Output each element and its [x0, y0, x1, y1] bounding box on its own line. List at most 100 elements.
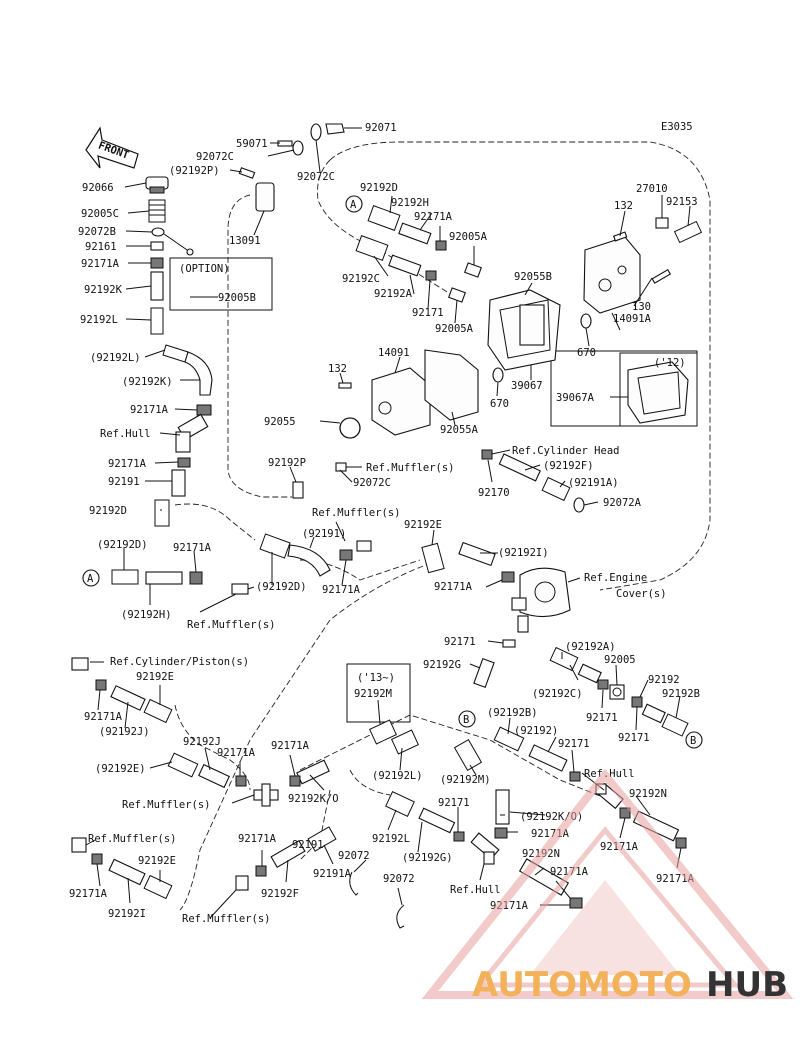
label-92072: 92072 — [383, 873, 415, 885]
hose-92192d — [154, 499, 170, 527]
label-59071: 59071 — [236, 138, 268, 150]
label-92192b-ref: (92192B) — [487, 707, 538, 719]
label-92005c: 92005C — [81, 208, 119, 220]
cap-92066 — [145, 176, 169, 194]
clamp-92171a — [235, 775, 247, 787]
clamp-92171a — [494, 827, 508, 839]
label-92192p-ref: (92192P) — [169, 165, 220, 177]
hose-92191a — [541, 476, 571, 502]
label-option: (OPTION) — [179, 263, 230, 275]
clamp-92171 — [453, 831, 465, 842]
automotohub-logo — [421, 768, 794, 999]
label-92055a: 92055A — [440, 424, 479, 436]
label-92192: 92192 — [648, 674, 680, 686]
label-ref-hull: Ref.Hull — [450, 884, 501, 896]
label-92171: 92171 — [558, 738, 590, 750]
svg-text:A: A — [350, 199, 357, 211]
clamp-92171a — [289, 775, 301, 787]
hose-92192g — [473, 658, 495, 688]
hose-92192l — [385, 791, 415, 817]
label-92192e: 92192E — [138, 855, 176, 867]
label-92192d: 92192D — [89, 505, 127, 517]
label-ref-mufflers: Ref.Muffler(s) — [182, 913, 271, 925]
front-arrow-icon: FRONT — [85, 126, 139, 169]
label-14091a: 14091A — [613, 313, 652, 325]
label-92171a: 92171A — [173, 542, 212, 554]
clamp-92072c — [292, 140, 304, 156]
label-92192l-ref: (92192L) — [372, 770, 423, 782]
label-year-12: ('12) — [654, 357, 686, 369]
hose-92192d — [367, 205, 401, 231]
label-92072a: 92072A — [603, 497, 642, 509]
label-ref-mufflers: Ref.Muffler(s) — [122, 799, 211, 811]
label-ref-hull: Ref.Hull — [100, 428, 151, 440]
label-92171a: 92171A — [84, 711, 123, 723]
label-92192a-ref: (92192A) — [565, 641, 616, 653]
fitting-ref-hull — [175, 413, 209, 453]
label-92192d: 92192D — [360, 182, 398, 194]
clamp-92170 — [481, 449, 493, 460]
hose-92192i — [458, 541, 496, 567]
hose-92192e — [421, 542, 445, 574]
option-box — [169, 257, 273, 311]
sensor-27010 — [655, 217, 669, 229]
label-132: 132 — [614, 200, 633, 212]
hose-92192d — [111, 569, 139, 585]
label-ref-engine: Ref.Engine — [584, 572, 647, 584]
hose-92192a — [577, 663, 602, 684]
label-92192e-ref: (92192E) — [95, 763, 146, 775]
hose-92192a — [388, 254, 422, 277]
svg-text:B: B — [690, 735, 696, 747]
label-92005b: 92005B — [218, 292, 256, 304]
label-92171a: 92171A — [130, 404, 169, 416]
logo-text-automoto: AUTOMOTO — [472, 965, 692, 1005]
hose-92192p — [292, 481, 304, 499]
label-92192k-o: 92192K/O — [288, 793, 339, 805]
fitting-ref-muffler — [335, 462, 347, 472]
label-92171a: 92171A — [81, 258, 120, 270]
label-92192b: 92192B — [662, 688, 700, 700]
hose-route-outline — [349, 769, 391, 796]
label-92072c: 92072C — [353, 477, 391, 489]
clamp-92171a — [177, 457, 191, 468]
label-92192k-ref: (92192K) — [122, 376, 173, 388]
label-92192h-ref: (92192H) — [121, 609, 172, 621]
fitting-92005a — [448, 287, 466, 303]
label-92192f: 92192F — [261, 888, 299, 900]
fitting-ref-muffler — [71, 837, 87, 853]
svg-text:B: B — [463, 714, 469, 726]
hose-92192i — [108, 858, 146, 886]
label-92191: 92191 — [108, 476, 140, 488]
clamp-92171 — [425, 270, 437, 281]
label-92192f-ref: (92192F) — [543, 460, 594, 472]
label-92192i: 92192I — [108, 908, 146, 920]
valve-92005c — [148, 199, 166, 223]
clamp-92171a — [196, 404, 212, 416]
marker-a-icon: A — [345, 195, 363, 213]
hose-route-outline — [299, 559, 421, 581]
label-92171: 92171 — [618, 732, 650, 744]
label-ref-cylinder-head: Ref.Cylinder Head — [512, 445, 619, 457]
label-92191: 92191 — [292, 839, 324, 851]
label-92171: 92171 — [412, 307, 444, 319]
clamp-92171a — [675, 837, 687, 849]
label-92171a: 92171A — [69, 888, 108, 900]
clamp-92072 — [349, 871, 359, 896]
label-92192j-ref: (92192J) — [99, 726, 150, 738]
label-92005a: 92005A — [435, 323, 474, 335]
year-13-box — [346, 663, 411, 723]
label-92192m: 92192M — [354, 688, 392, 700]
clamp-92072c — [310, 123, 322, 141]
label-670: 670 — [577, 347, 596, 359]
label-92191a: 92191A — [313, 868, 352, 880]
label-covers: Cover(s) — [616, 588, 667, 600]
label-92192d-ref: (92192D) — [97, 539, 148, 551]
hose-route-outline — [174, 704, 251, 791]
hose-92192l — [162, 344, 213, 396]
label-92191-ref: (92191) — [302, 528, 346, 540]
label-92171a: 92171A — [108, 458, 147, 470]
label-ref-mufflers: Ref.Muffler(s) — [187, 619, 276, 631]
label-92191a-ref: (92191A) — [568, 477, 619, 489]
fitting-ref-muffler — [356, 540, 372, 552]
